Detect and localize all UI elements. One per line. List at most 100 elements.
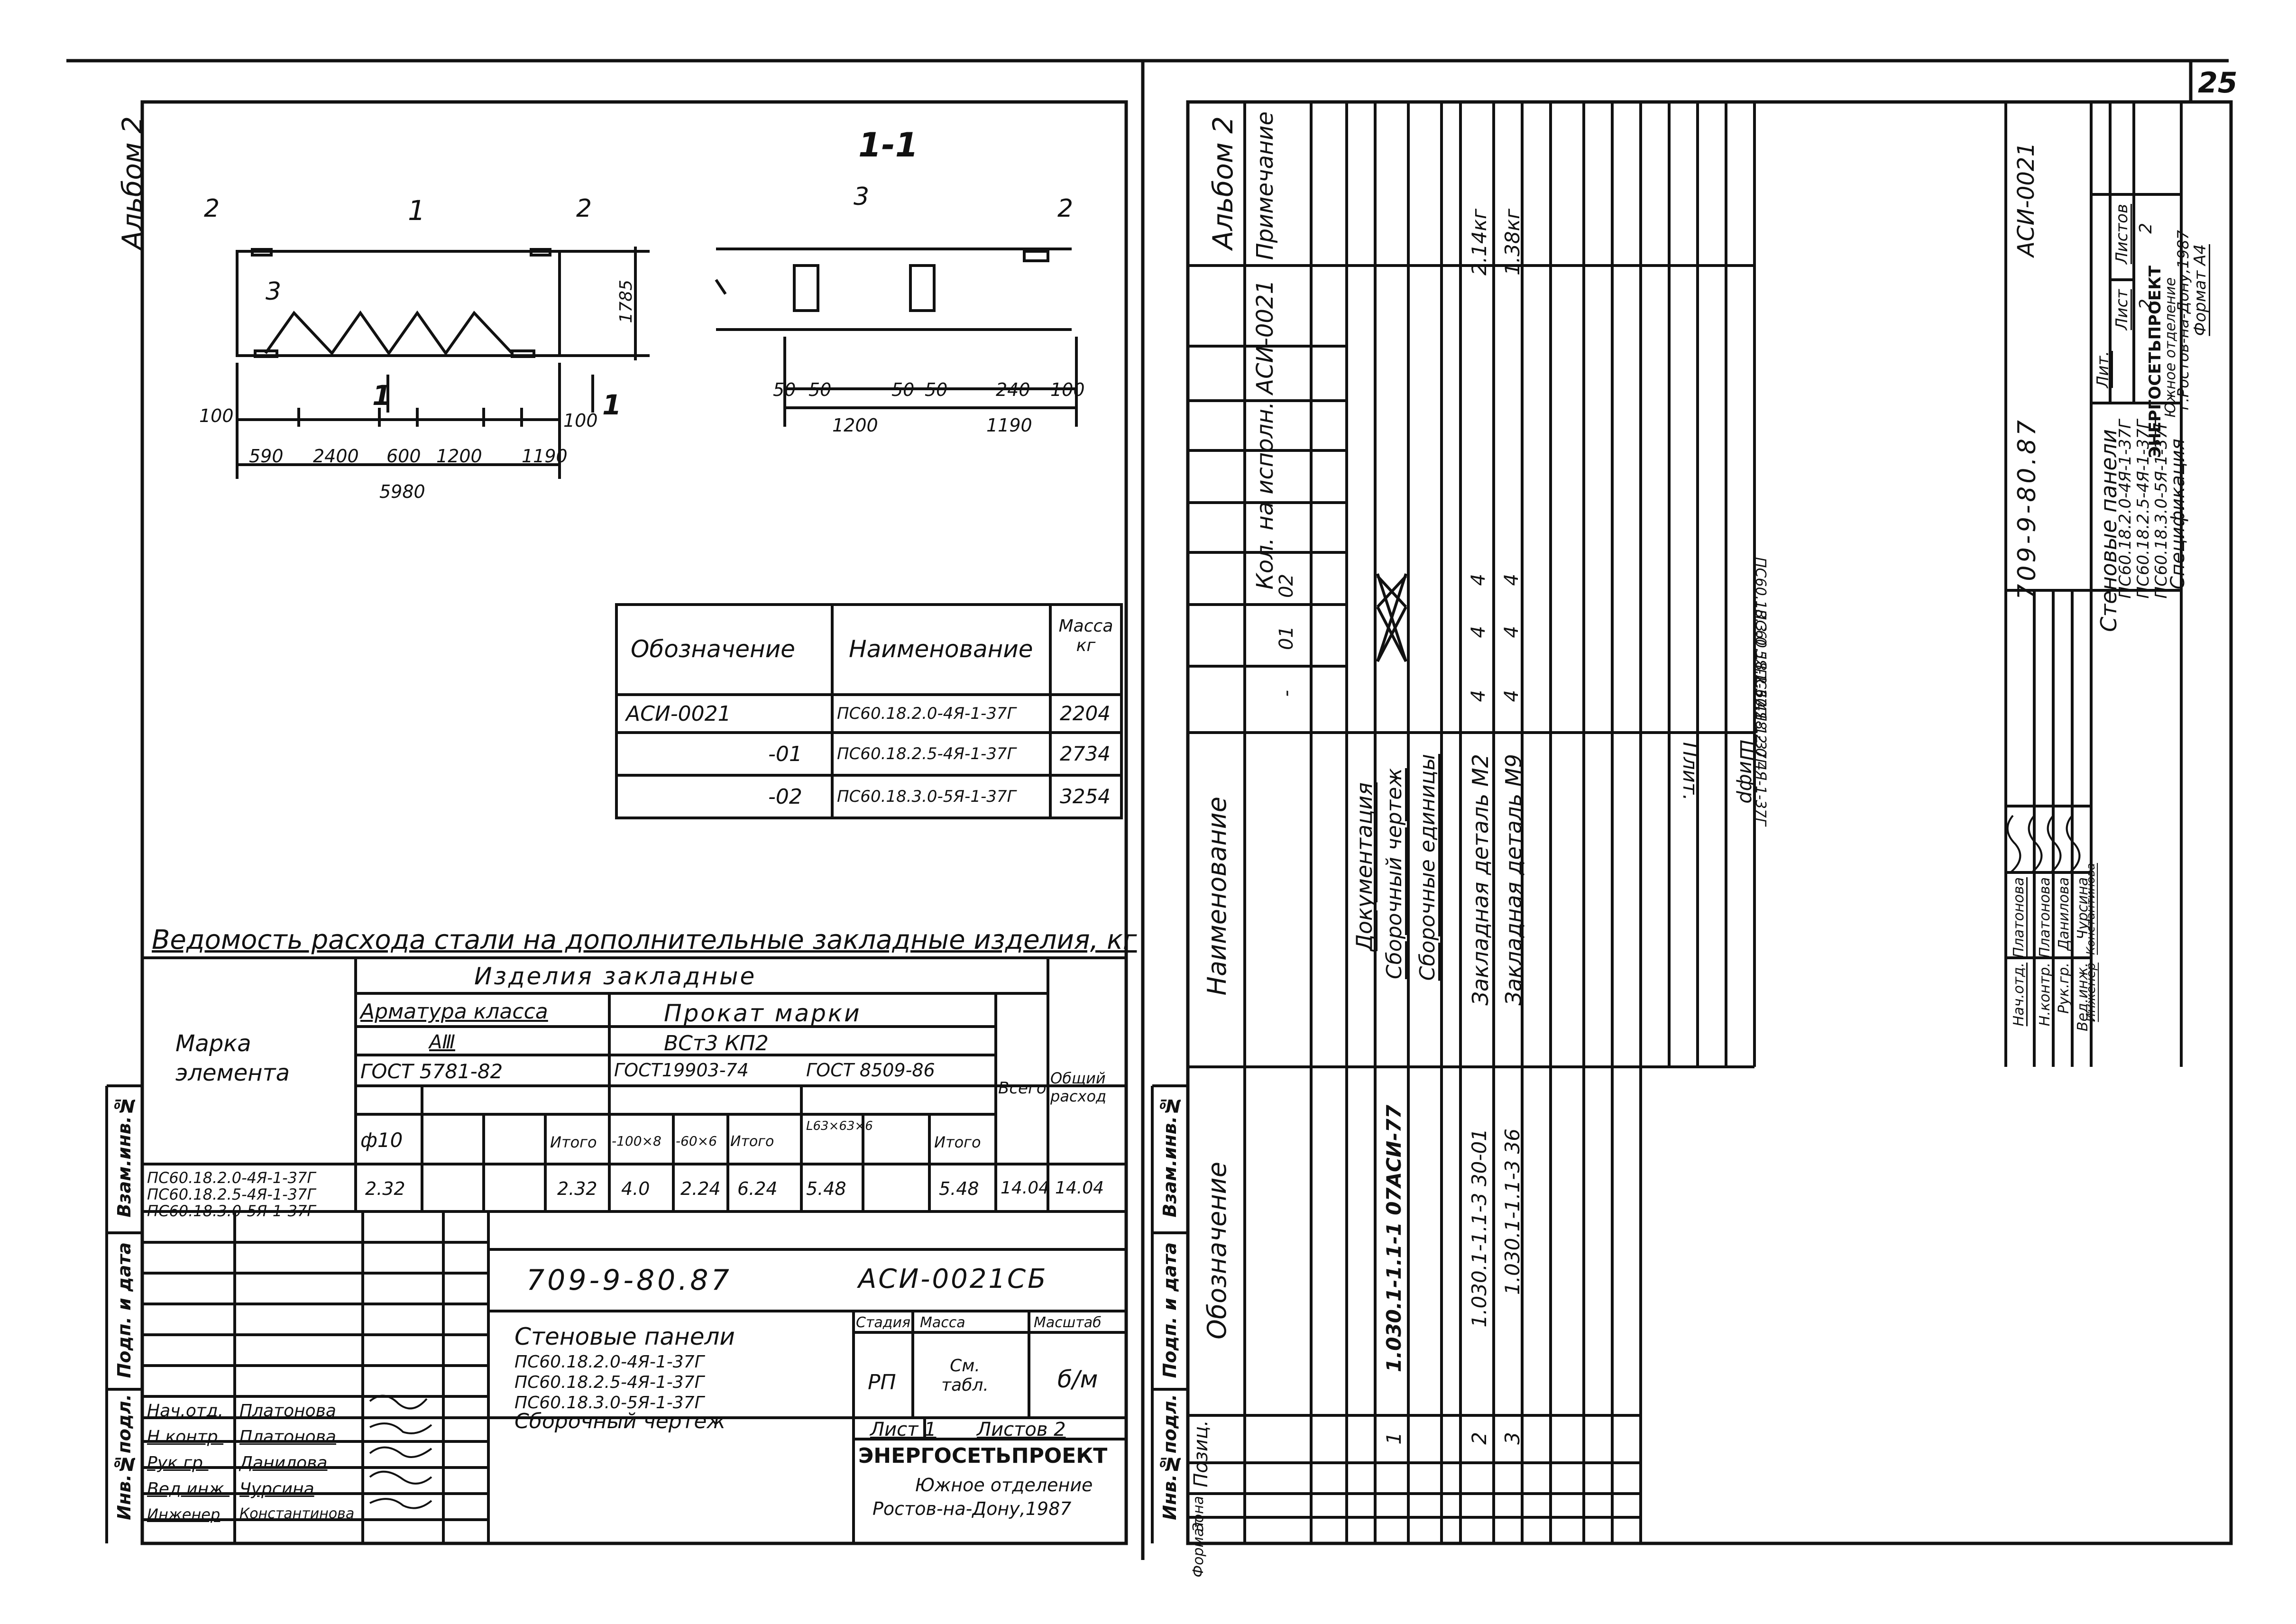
steel-overall-header: Общий расход [1050,1069,1107,1105]
steel-products-header: Изделия закладные [474,963,757,990]
left-scale: б/м [1057,1366,1098,1393]
mark-row1-name: ПС60.18.2.0-4Я-1-37Г [837,704,1016,723]
steel-val-9: 5.48 [939,1178,979,1199]
right-side-label-3: Взам.инв.№ [1159,1095,1180,1218]
left-side-label-2: Подп. и дата [114,1242,135,1378]
steel-gost2: ГОСТ19903-74 [614,1060,749,1081]
mark-header-name: Наименование [849,635,1033,663]
mark-row2-name: ПС60.18.2.5-4Я-1-37Г [837,744,1016,763]
left-role-2: Н.контр. [147,1427,224,1447]
dim-1200s: 1200 [832,415,878,436]
dim-100a: 100 [199,405,234,426]
steel-gost3: ГОСТ 8509-86 [806,1060,935,1081]
spec-header-note: Примечание [1252,111,1278,260]
dim-2400: 2400 [313,446,359,467]
steel-rolled: Прокат марки [664,1000,862,1027]
spec-variant-1: 01 [1276,626,1297,650]
spec-row3-q0: 4 [1501,690,1523,702]
steel-sub-6: Итого [730,1133,774,1150]
left-name-1: Платонова [239,1401,336,1421]
dim-50b: 50 [808,379,832,400]
left-title-1: Стеновые панели [514,1323,735,1350]
right-side-label-2: Подп. и дата [1159,1242,1180,1378]
mark-header-designation: Обозначение [631,635,795,663]
left-scale-header: Масштаб [1034,1314,1102,1331]
right-name-1: Платонова [2011,877,2027,958]
panel-elevation [236,247,650,479]
left-doc-code: 709-9-80.87 [526,1264,732,1297]
dim-1190s: 1190 [986,415,1032,436]
spec-row-section-docs: Документация [1351,782,1377,952]
steel-rebar-class: Арматура класса [360,1000,548,1024]
left-stage: РП [868,1370,896,1395]
right-sheet-header: Лист [2112,289,2131,330]
right-org-1: ЭНЕРГОСЕТЬПРОЕКТ [2146,266,2165,458]
right-role-1: Нач.отд. [2011,963,2027,1027]
spec-row3-q1: 4 [1501,626,1523,638]
left-stage-header: Стадия [856,1314,911,1331]
album-label-right: Альбом 2 [1207,116,1239,250]
steel-val-0: 2.32 [365,1178,405,1199]
steel-val-11: 14.04 [1055,1178,1104,1198]
spec-variant-0: - [1276,690,1297,697]
right-lit-header: Лит. [2094,351,2112,388]
steel-mark-header: Марка элемента [175,1030,290,1087]
right-doc-code: 709-9-80.87 [2013,417,2041,600]
spec-row3-des: 1.030.1-1.1-3 36 [1501,1129,1524,1295]
steel-val-4: 4.0 [621,1178,650,1199]
mark-header-mass: Масса кг [1058,616,1113,655]
spec-grid [1188,102,1756,1543]
steel-sub-7: L63×63×6 [806,1119,873,1133]
right-sheets-header: Листов [2112,204,2131,265]
spec-row2-des: 1.030.1-1.1-3 30-01 [1468,1129,1491,1328]
right-role-2: Н.контр. [2037,963,2053,1027]
spec-header-name: Наименование [1202,797,1232,996]
right-sheets-total: 2 [2136,223,2156,234]
left-name-4: Чурсина [239,1479,314,1499]
callout-2a: 2 [204,194,220,223]
callout-3-section: 3 [854,183,870,211]
dim-5980: 5980 [379,481,425,502]
spec-row2-q2: 4 [1468,574,1489,586]
right-name-5: Константинова [2084,863,2097,955]
spec-header-designation: Обозначение [1202,1162,1232,1340]
spec-row1-name: Сборочный чертеж [1382,768,1406,980]
spec-row3-note: 1.38кг [1501,209,1524,275]
cipher-value-2: ПС60.18.3.0 5Я-1-37Г [1752,557,1769,715]
spec-row-section-units: Сборочные единицы [1415,754,1440,981]
spec-row3-name: Закладная деталь М9 [1501,754,1526,1006]
spec-header-zone: Зона [1190,1496,1207,1532]
spec-row2-name: Закладная деталь М2 [1468,754,1493,1006]
steel-val-10: 14.04 [1001,1178,1050,1198]
left-mass: См. табл. [941,1356,989,1395]
steel-sub-0: ф10 [360,1129,403,1152]
page-number: 25 [2198,66,2238,100]
steel-total-header: Всего [998,1079,1047,1098]
left-title-2: ПС60.18.2.0-4Я-1-37Г [514,1352,704,1372]
mark-row2-mass: 2734 [1060,742,1111,765]
steel-sub-4: -100×8 [612,1133,661,1149]
steel-val-6: 6.24 [737,1178,778,1199]
mark-row1-mass: 2204 [1060,702,1111,725]
spec-header-qty: Кол. на исполн. АСИ-0021 [1252,280,1278,590]
mark-row3-mass: 3254 [1060,785,1111,808]
cipher-label: Шифр [1736,740,1759,804]
spec-row2-q1: 4 [1468,626,1489,638]
steel-element-1: ПС60.18.2.0-4Я-1-37Г [147,1169,316,1187]
dim-100b: 100 [563,410,598,431]
spec-variant-2: 02 [1276,574,1297,598]
left-name-2: Платонова [239,1427,336,1447]
right-role-5: Инженер [2084,963,2098,1022]
right-doc-id: АСИ-0021 [2013,142,2039,257]
signatures [369,815,2081,1509]
dim-50a: 50 [773,379,796,400]
spec-row1-des: 1.030.1-1.1-1 07АСИ-77 [1382,1105,1405,1372]
right-side-label-1: Инв.№подл. [1159,1394,1180,1520]
right-stamp-grid [1151,102,2183,1543]
left-role-3: Рук.гр. [147,1453,209,1473]
mark-table-grid [615,603,1123,819]
callout-1: 1 [408,194,425,227]
left-stamp-grid [105,1084,1126,1543]
steel-table-grid [142,956,1126,1213]
